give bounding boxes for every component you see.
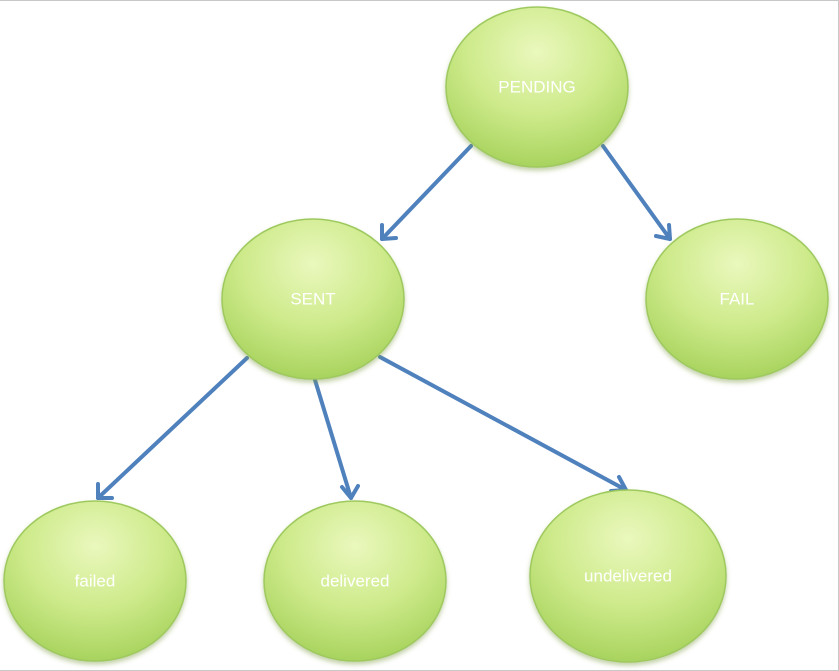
node-pending[interactable]: PENDING <box>445 6 629 168</box>
node-fail-label: FAIL <box>720 289 755 308</box>
node-sent-label: SENT <box>290 289 335 308</box>
edge-sent-delivered <box>313 378 360 500</box>
node-pending-label: PENDING <box>498 77 575 96</box>
edge-sent-failed <box>96 356 249 500</box>
node-fail[interactable]: FAIL <box>645 218 829 380</box>
node-undelivered-label: undelivered <box>584 566 672 585</box>
node-delivered[interactable]: delivered <box>263 500 447 662</box>
edge-sent-undelivered <box>378 355 628 493</box>
node-sent[interactable]: SENT <box>221 218 405 380</box>
node-failed[interactable]: failed <box>3 500 187 662</box>
edges-layer <box>96 144 672 500</box>
node-delivered-label: delivered <box>321 571 390 590</box>
edge-pending-fail <box>601 144 672 241</box>
nodes-layer: PENDING SENT FAIL failed delivered undel… <box>3 6 829 663</box>
node-failed-label: failed <box>75 571 116 590</box>
edge-pending-sent <box>380 144 473 241</box>
node-undelivered[interactable]: undelivered <box>529 489 727 663</box>
